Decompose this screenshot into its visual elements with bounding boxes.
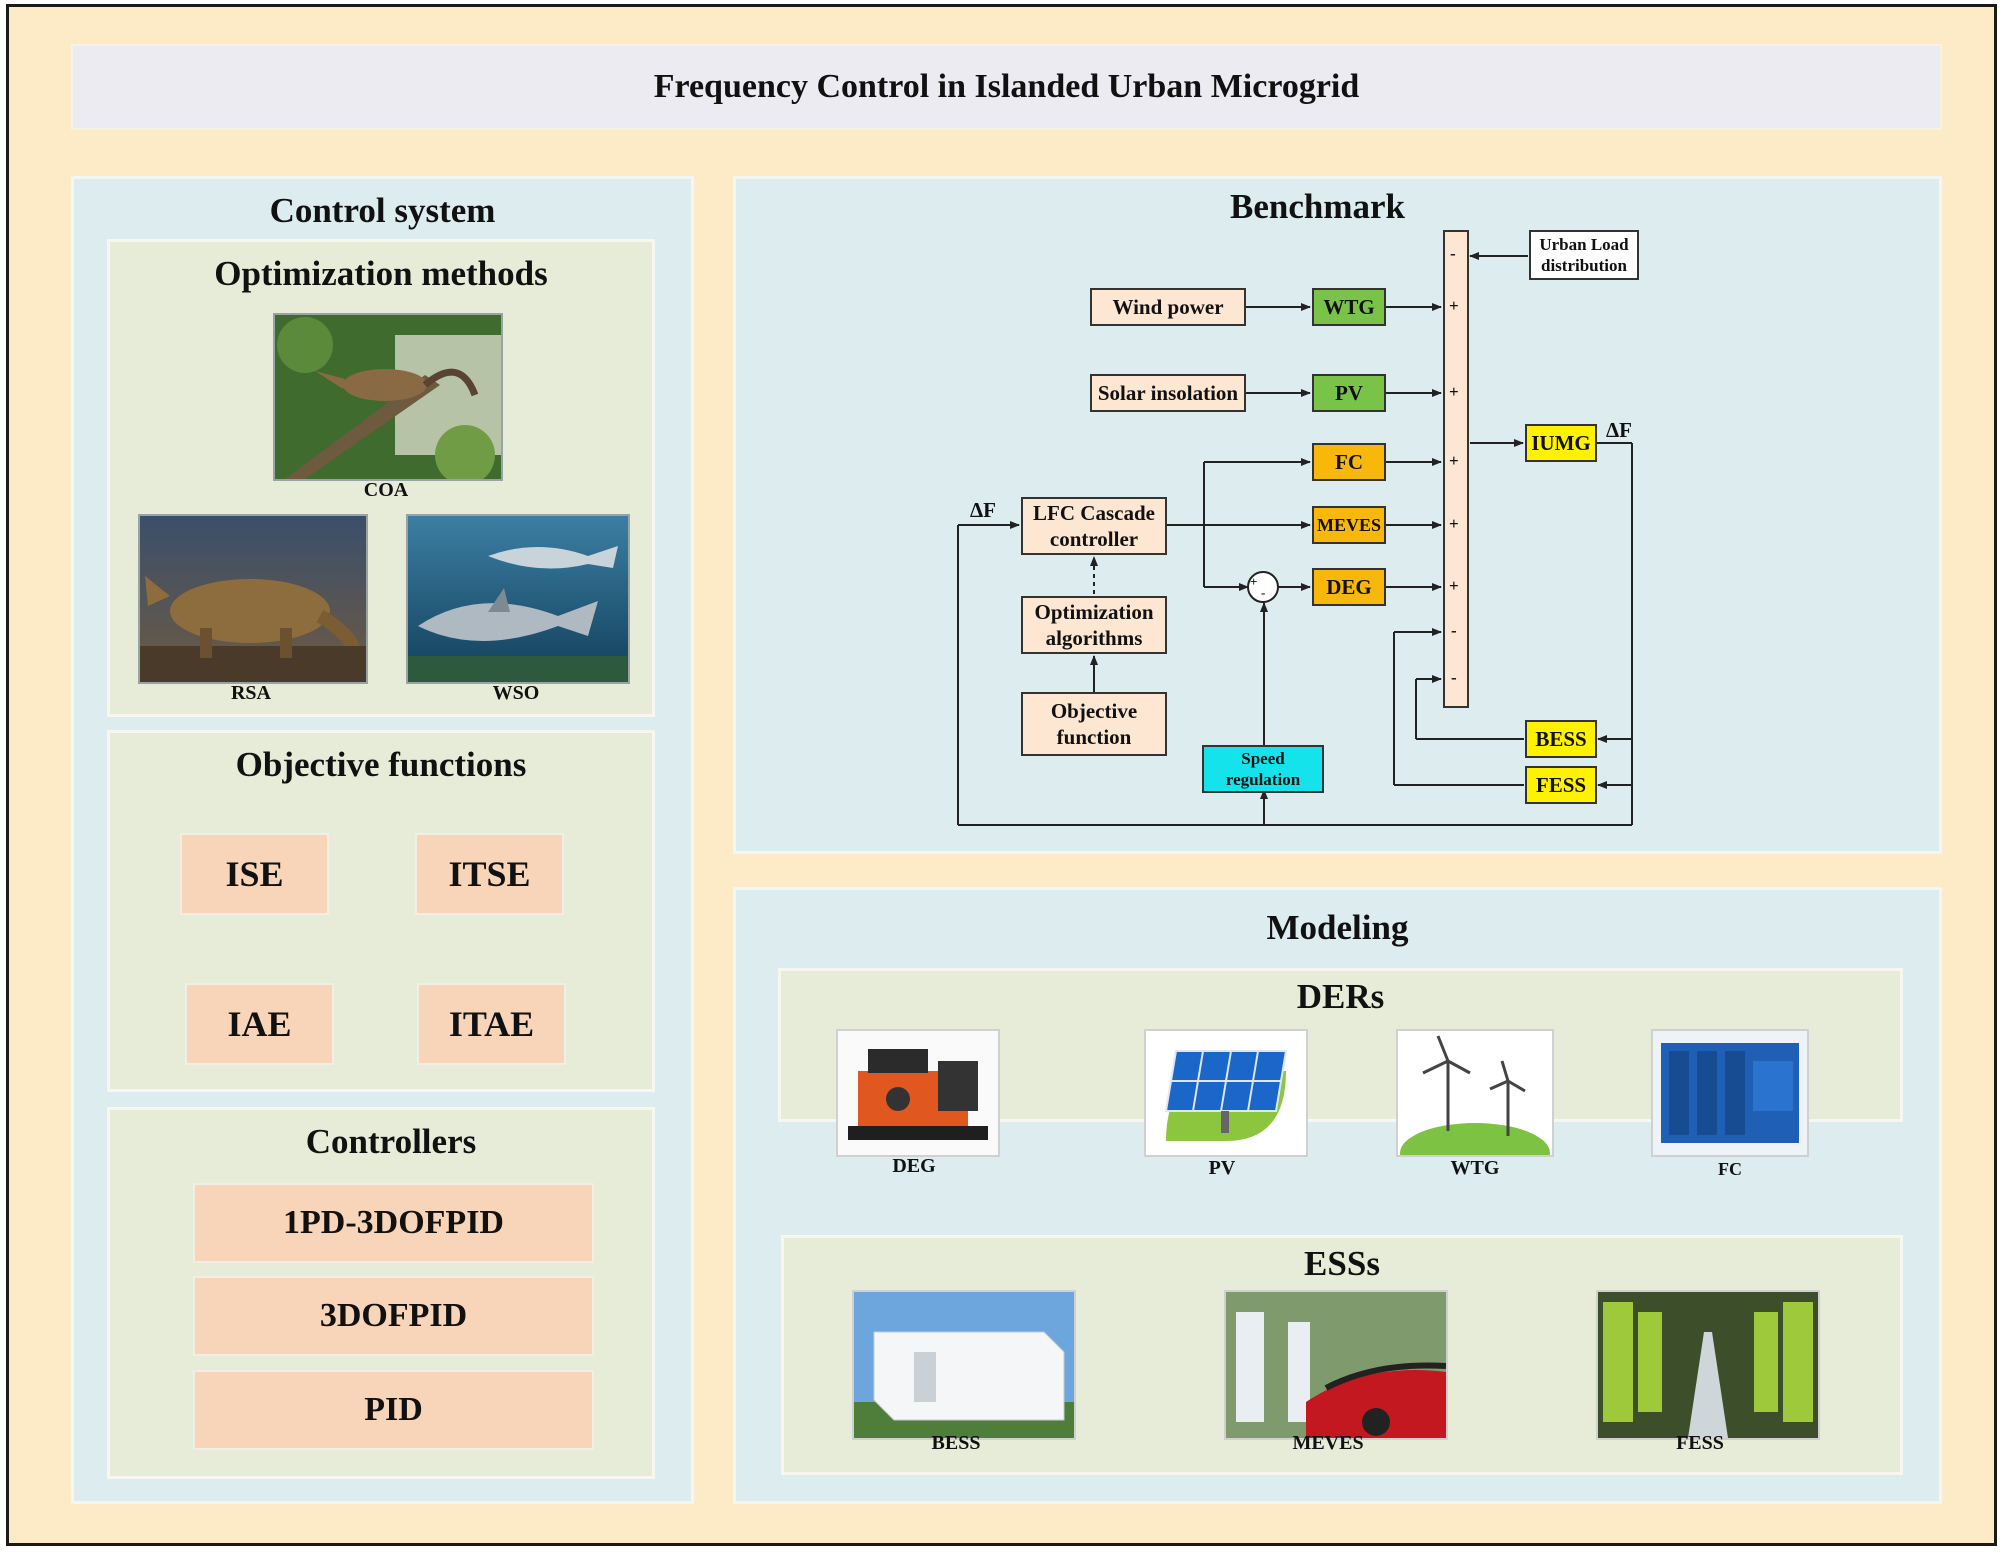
objective-functions-title: Objective functions — [235, 745, 527, 784]
pv-image — [1144, 1029, 1308, 1157]
der-fc-label: FC — [1718, 1159, 1742, 1179]
urban-load-distribution-block: Urban Load distribution — [1529, 230, 1639, 280]
wso-label: WSO — [492, 682, 540, 704]
bus-sign: + — [1449, 576, 1459, 595]
bess-block: BESS — [1525, 720, 1597, 758]
ess-fess-label: FESS — [1676, 1432, 1724, 1454]
objective-function-block: Objective function — [1021, 692, 1167, 756]
summation-bus — [1443, 230, 1469, 708]
optimization-algorithms-block: Optimization algorithms — [1021, 596, 1167, 654]
ess-bess-label: BESS — [931, 1432, 981, 1454]
wtg-block: WTG — [1312, 288, 1386, 326]
modeling-panel: Modeling DERs DEG — [733, 887, 1942, 1504]
deg-image — [836, 1029, 1000, 1157]
meves-image — [1224, 1290, 1448, 1440]
itae-box: ITAE — [417, 983, 566, 1065]
wtg-image — [1396, 1029, 1554, 1157]
control-system-panel: Control system Optimization methods COA — [71, 176, 694, 1504]
pv-block: PV — [1312, 374, 1386, 412]
wso-image — [406, 514, 630, 684]
coa-image — [273, 313, 503, 481]
coa-label: COA — [363, 479, 409, 501]
rsa-label: RSA — [230, 682, 271, 704]
der-pv-label: PV — [1208, 1157, 1236, 1179]
delta-f-label-input: ΔF — [970, 498, 996, 522]
fess-block: FESS — [1525, 766, 1597, 804]
control-system-title: Control system — [269, 191, 496, 230]
controllers-panel: Controllers 1PD-3DOFPID 3DOFPID PID — [107, 1107, 655, 1479]
bus-sign: + — [1449, 296, 1459, 315]
fc-image — [1651, 1029, 1809, 1157]
ders-panel: DERs DEG — [778, 968, 1903, 1157]
ders-title: DERs — [1296, 977, 1385, 1016]
bus-sign: - — [1451, 621, 1457, 640]
bess-image — [852, 1290, 1076, 1440]
iumg-block: IUMG — [1525, 424, 1597, 462]
deg-block: DEG — [1312, 568, 1386, 606]
der-deg-label: DEG — [892, 1155, 936, 1177]
lfc-cascade-controller-block: LFC Cascade controller — [1021, 497, 1167, 555]
sum-junction-sign: - — [1261, 585, 1266, 600]
objective-functions-panel: Objective functions ISE ITSE IAE ITAE — [107, 730, 655, 1092]
fc-block: FC — [1312, 443, 1386, 481]
der-wtg-label: WTG — [1450, 1157, 1500, 1179]
solar-insolation-block: Solar insolation — [1090, 374, 1246, 412]
modeling-title: Modeling — [1266, 908, 1409, 947]
controller-3dofpid: 3DOFPID — [193, 1276, 594, 1356]
esss-panel: ESSs — [781, 1235, 1903, 1475]
bus-sign: + — [1449, 451, 1459, 470]
bus-sign: - — [1451, 668, 1457, 687]
optimization-methods-title: Optimization methods — [214, 254, 548, 293]
sum-junction-sign: + — [1250, 574, 1258, 589]
controllers-title: Controllers — [305, 1122, 477, 1161]
optimization-methods-panel: Optimization methods COA — [107, 239, 655, 717]
itse-box: ITSE — [415, 833, 564, 915]
ise-box: ISE — [180, 833, 329, 915]
fess-image — [1596, 1290, 1820, 1440]
controller-1pd-3dofpid: 1PD-3DOFPID — [193, 1183, 594, 1263]
main-title: Frequency Control in Islanded Urban Micr… — [71, 44, 1942, 130]
benchmark-title: Benchmark — [1230, 187, 1405, 226]
controller-pid: PID — [193, 1370, 594, 1450]
speed-regulation-block: Speed regulation — [1202, 745, 1324, 793]
meves-block: MEVES — [1312, 506, 1386, 544]
rsa-image — [138, 514, 368, 684]
bus-sign: + — [1449, 382, 1459, 401]
main-title-text: Frequency Control in Islanded Urban Micr… — [653, 68, 1360, 105]
delta-f-label-output: ΔF — [1606, 418, 1632, 442]
ess-meves-label: MEVES — [1292, 1432, 1364, 1454]
iae-box: IAE — [185, 983, 334, 1065]
bus-sign: + — [1449, 514, 1459, 533]
wind-power-block: Wind power — [1090, 288, 1246, 326]
esss-title: ESSs — [1304, 1244, 1380, 1283]
bus-sign: - — [1450, 244, 1456, 263]
